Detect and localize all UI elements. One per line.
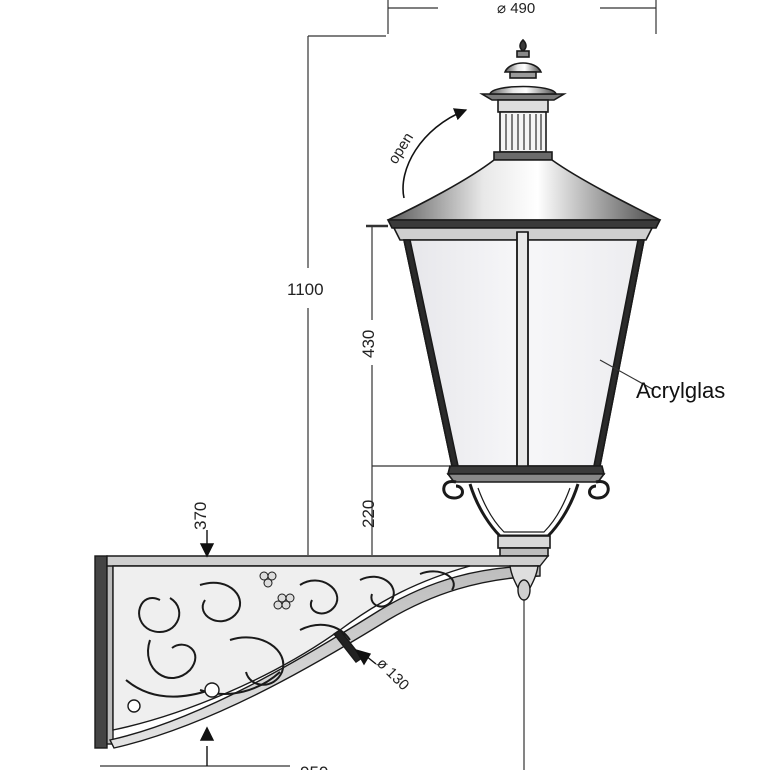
material-label: Acrylglas — [636, 378, 725, 403]
dim-total-height: 1100 — [287, 280, 324, 299]
dim-top-diameter: ⌀ 490 — [497, 0, 535, 17]
dim-pipe-diameter: ø 130 — [373, 655, 412, 694]
dim-projection: 950 — [300, 763, 328, 770]
material-callout: Acrylglas — [599, 359, 725, 403]
open-arrow: open — [385, 108, 468, 199]
wall-bracket — [94, 555, 550, 749]
dim-bracket-height: 370 — [191, 502, 210, 530]
bracket-dim-arrows — [199, 530, 377, 766]
dim-glass-height: 430 — [359, 330, 378, 358]
dimension-lines — [100, 0, 657, 770]
dim-lower-height: 220 — [359, 500, 378, 528]
lantern — [386, 38, 662, 557]
open-label: open — [385, 130, 417, 167]
